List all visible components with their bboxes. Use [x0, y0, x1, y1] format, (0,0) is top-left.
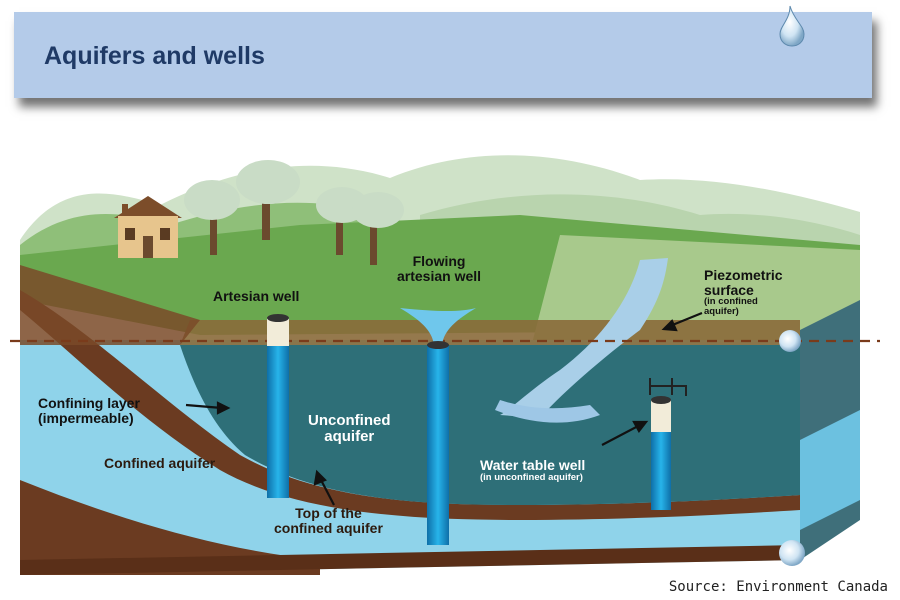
bottom-band	[20, 545, 800, 575]
water-table-well	[649, 378, 687, 510]
label-piezometric-surface: Piezometric surface (in confined aquifer…	[704, 267, 783, 318]
title-banner: Aquifers and wells	[14, 12, 872, 98]
tree-icon	[184, 180, 240, 255]
page-title: Aquifers and wells	[44, 42, 265, 70]
label-top-confined-aquifer: Top of the confined aquifer	[274, 505, 383, 536]
house-icon	[114, 196, 182, 258]
source-credit: Source: Environment Canada	[668, 579, 888, 595]
confining-layer-arrow	[185, 403, 223, 410]
soil-brown-left	[20, 265, 200, 345]
flowing-artesian-well	[400, 308, 476, 545]
tree-icon	[352, 192, 404, 265]
water-table-zone	[180, 320, 800, 345]
confining-layer-top-band	[20, 290, 800, 520]
label-water-table-well: Water table well (in unconfined aquifer)	[480, 457, 586, 483]
unconfined-aquifer	[180, 345, 800, 505]
label-confining-layer: Confining layer (impermeable)	[38, 395, 140, 426]
label-confined-aquifer: Confined aquifer	[104, 455, 216, 471]
label-artesian-well: Artesian well	[213, 288, 300, 304]
top-confined-arrow	[319, 477, 335, 506]
water-table-well-arrow	[601, 424, 641, 446]
river-pool	[495, 400, 600, 423]
tree-icon	[236, 160, 300, 240]
water-drop-icon	[779, 5, 805, 47]
river	[500, 258, 668, 418]
piezometric-arrow	[669, 311, 703, 328]
label-flowing-artesian-well: Flowing artesian well	[397, 253, 482, 284]
bottom-bedrock	[20, 480, 320, 575]
slab-right-side-blue	[800, 410, 860, 530]
label-unconfined-aquifer: Unconfined aquifer	[308, 412, 391, 445]
water-drop-icon	[779, 540, 805, 566]
artesian-well	[267, 314, 289, 498]
water-drop-icon	[779, 330, 801, 352]
